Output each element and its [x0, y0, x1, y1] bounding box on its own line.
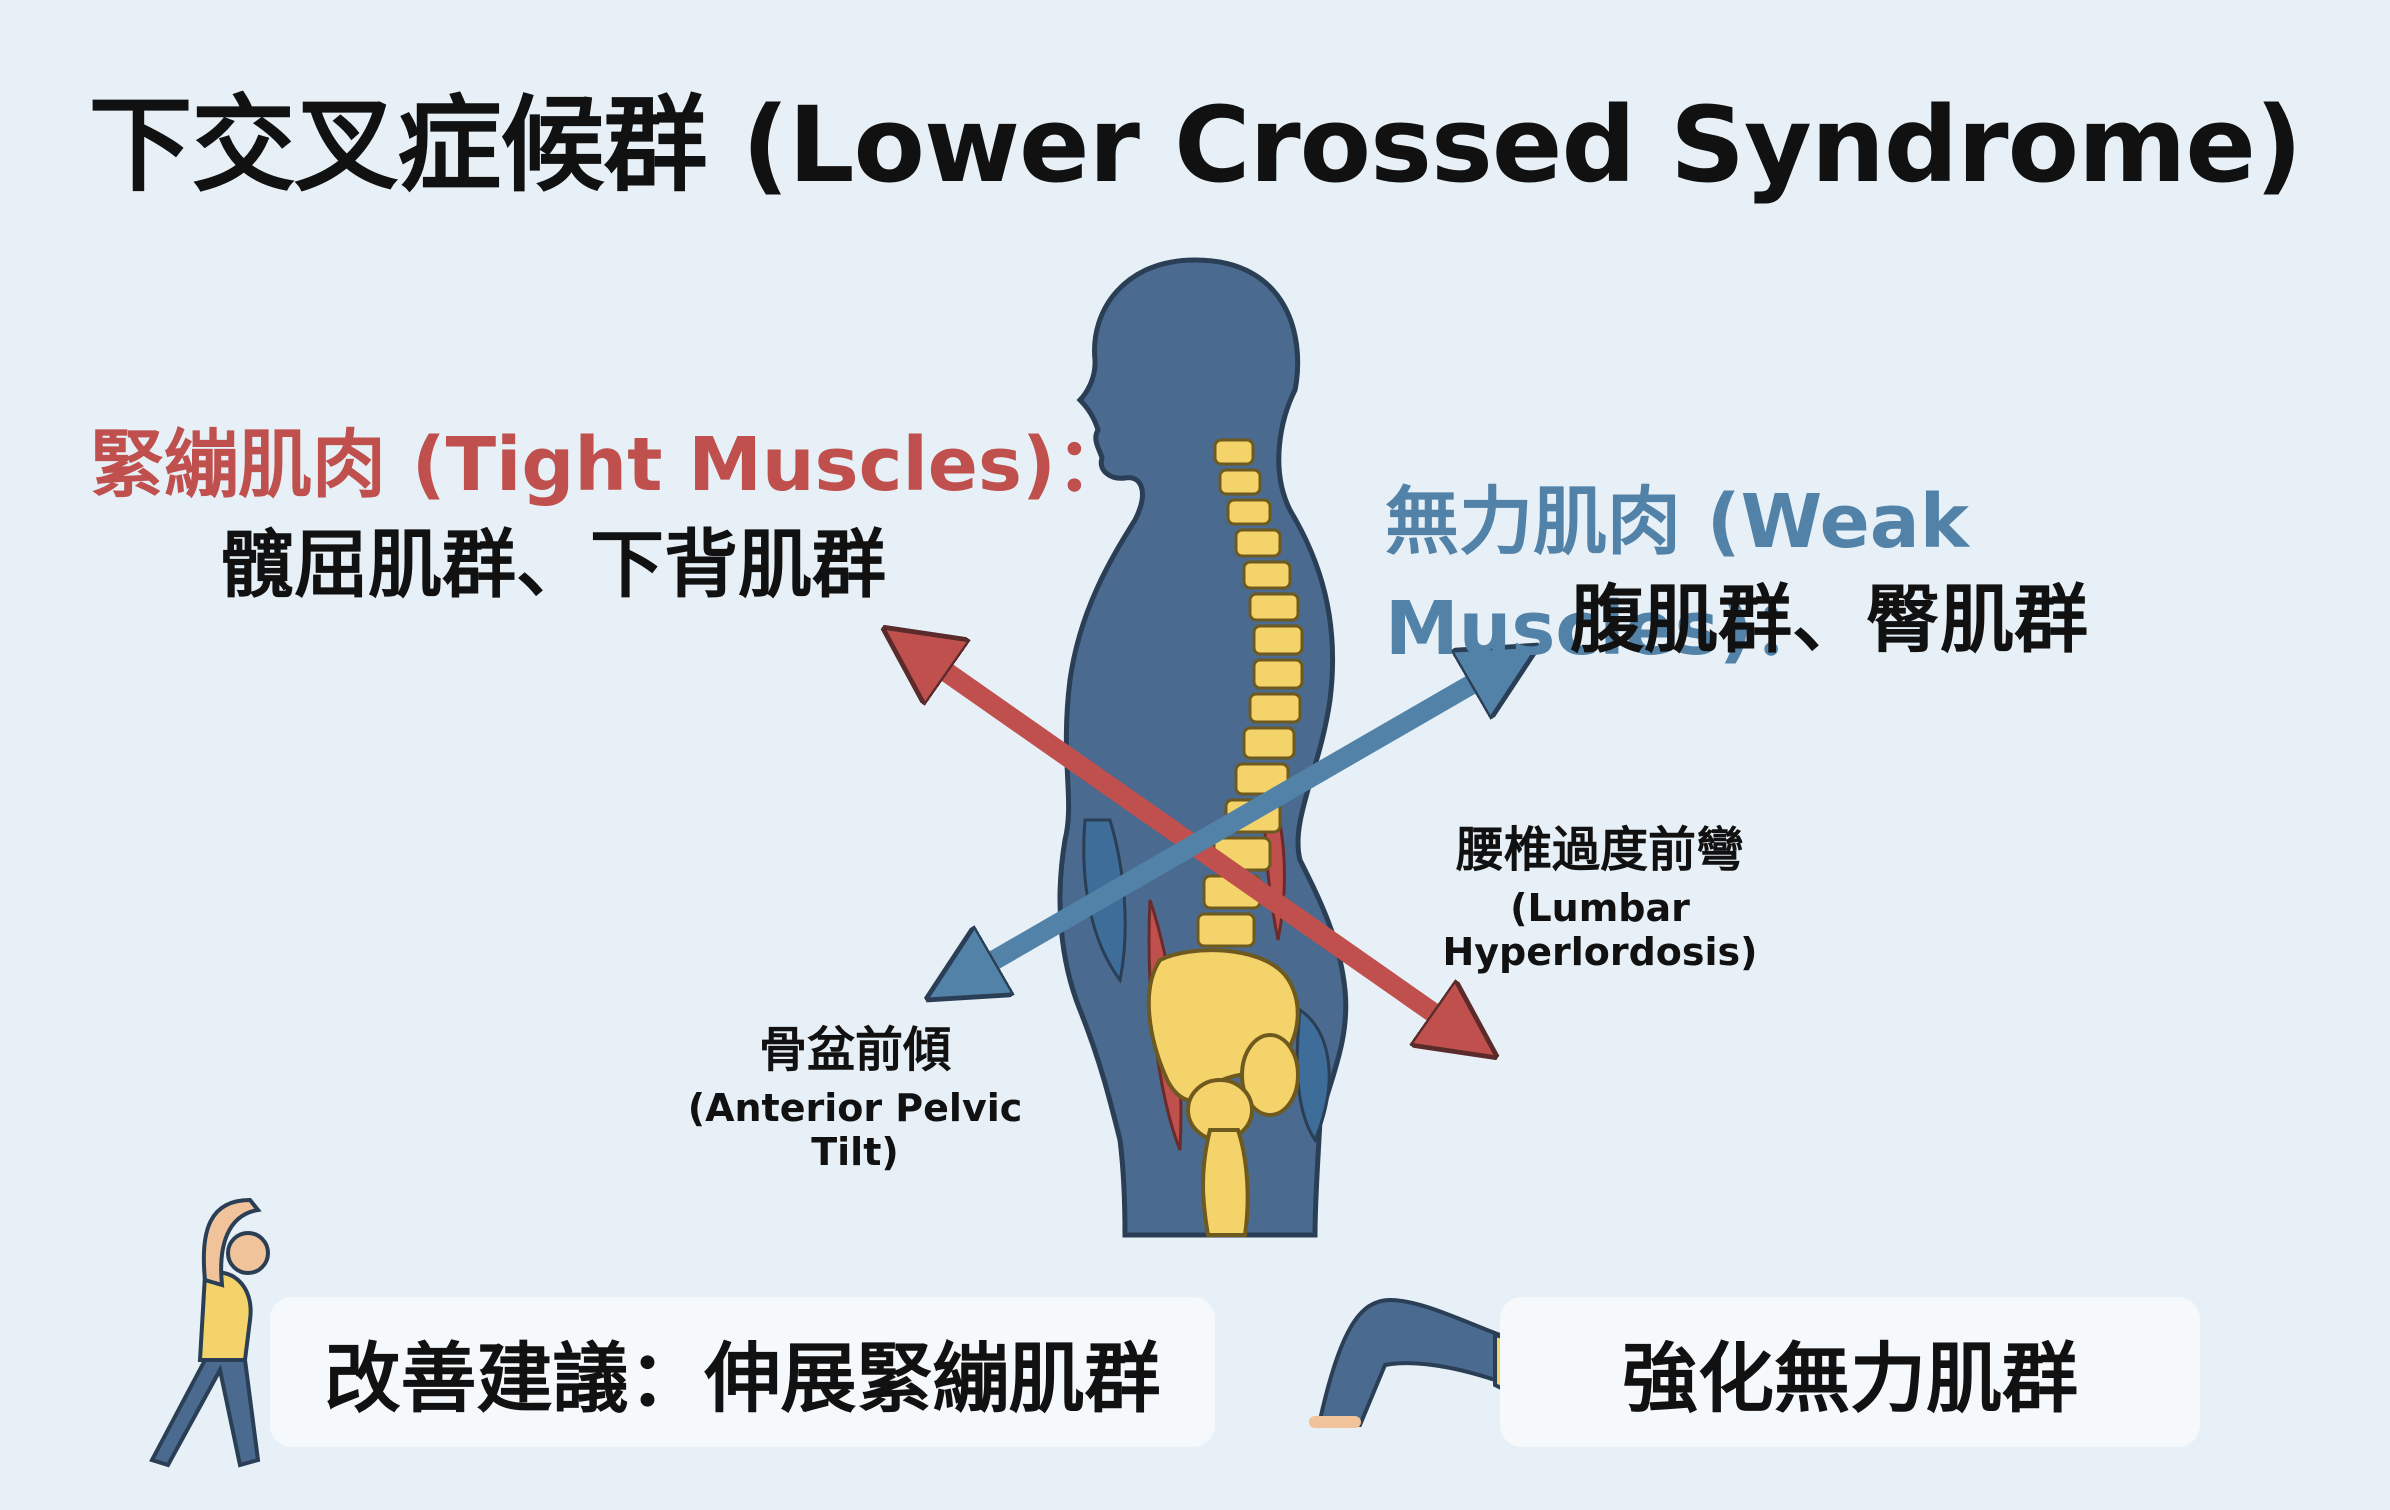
side-stretch-person-icon [149, 1197, 270, 1468]
tight-muscles-heading: 緊繃肌肉 (Tight Muscles)： [90, 422, 1130, 508]
lumbar-label-zh: 腰椎過度前彎 [1455, 822, 1744, 878]
stretch-advice-label: 改善建議：伸展緊繃肌群 [324, 1334, 1161, 1423]
weak-muscles-list: 腹肌群、臀肌群 [1570, 577, 2088, 663]
lumbar-label-en: (Lumbar Hyperlordosis) [1442, 886, 1758, 974]
stretch-advice-card: 改善建議：伸展緊繃肌群 [270, 1297, 1215, 1447]
lumbar-annotation: 腰椎過度前彎 (Lumbar Hyperlordosis) [1360, 810, 1840, 974]
weak-muscles-heading: 無力肌肉 (Weak Muscles)： [1385, 479, 1969, 672]
pelvic-label-zh: 骨盆前傾 [758, 1022, 951, 1078]
weak-muscles-arrow [960, 665, 1505, 980]
strengthen-advice-label: 強化無力肌群 [1622, 1334, 2078, 1423]
pelvic-label-en: (Anterior Pelvic Tilt) [687, 1086, 1023, 1174]
strengthen-advice-card: 強化無力肌群 [1500, 1297, 2200, 1447]
tight-muscles-list: 髖屈肌群、下背肌群 [220, 522, 886, 608]
pelvic-annotation: 骨盆前傾 (Anterior Pelvic Tilt) [640, 1010, 1070, 1174]
page-title: 下交叉症候群 (Lower Crossed Syndrome) [88, 84, 2303, 206]
